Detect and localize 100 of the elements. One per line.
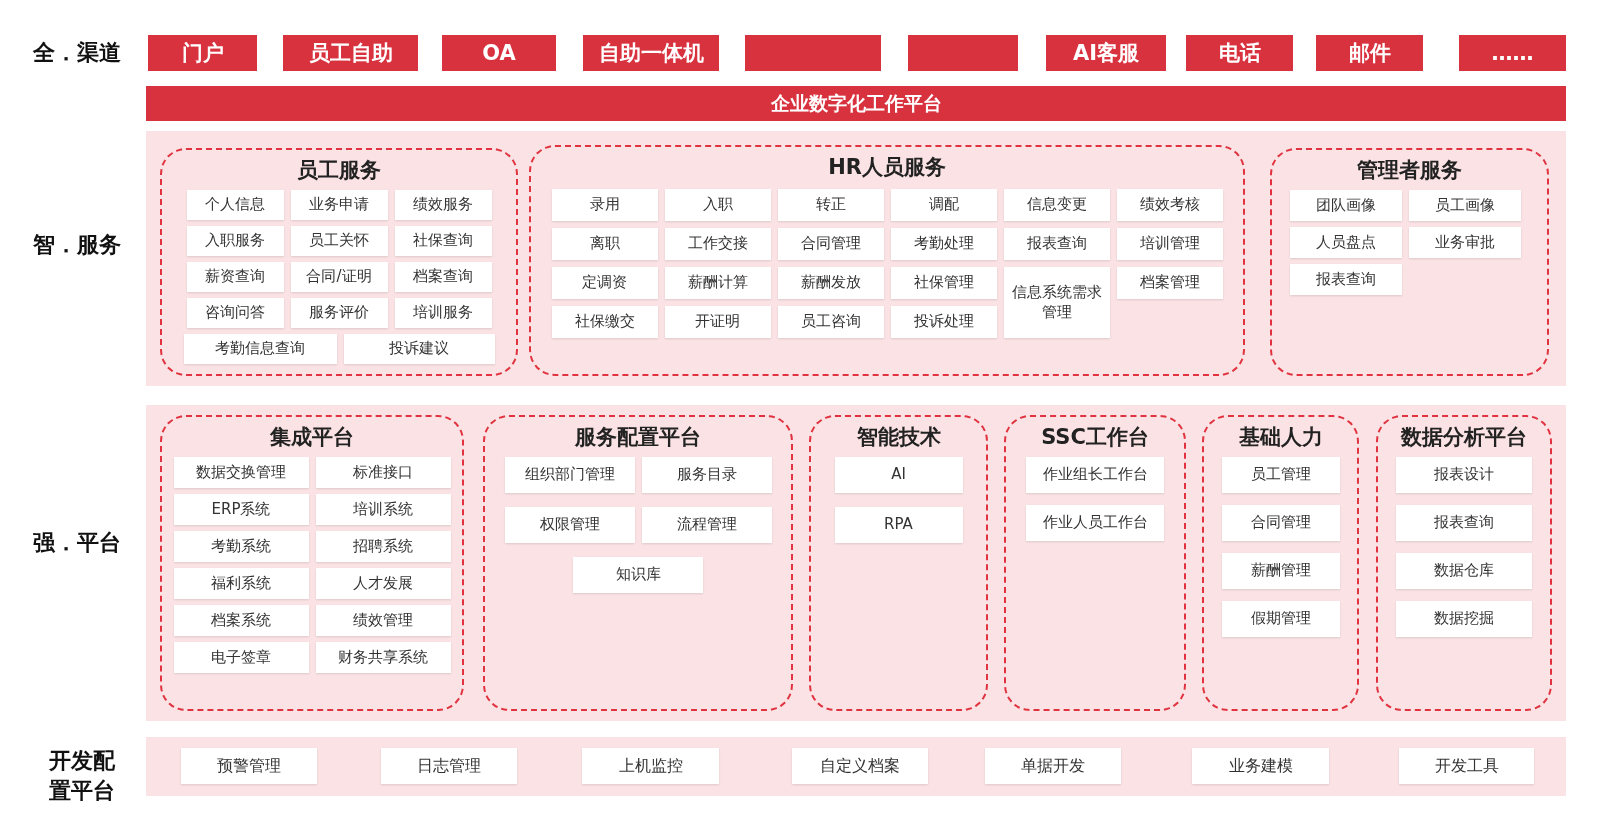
service-item: 定调资 <box>551 267 658 299</box>
service-item: 员工画像 <box>1408 190 1521 221</box>
service-item: 社保管理 <box>890 267 997 299</box>
service-item: 档案查询 <box>394 262 492 292</box>
service-item: 社保缴交 <box>551 306 658 338</box>
service-item: 入职服务 <box>186 226 284 256</box>
service-item: 业务申请 <box>290 190 388 220</box>
service-item: AI <box>834 457 963 493</box>
service-item: 业务审批 <box>1408 227 1521 258</box>
platform-banner: 企业数字化工作平台 <box>146 86 1566 121</box>
row-label: 开发配置平台 <box>48 747 117 805</box>
service-item: 作业人员工作台 <box>1026 505 1164 541</box>
service-item: 员工咨询 <box>777 306 884 338</box>
service-item: 培训管理 <box>1116 228 1223 260</box>
service-item: 信息系统需求管理 <box>1003 267 1110 338</box>
service-item: 开证明 <box>664 306 771 338</box>
tool-item: 日志管理 <box>381 748 517 784</box>
service-item: 社保查询 <box>394 226 492 256</box>
channel-tile: OA <box>442 35 556 71</box>
channel-tile: 邮件 <box>1316 35 1423 71</box>
service-item: 调配 <box>890 189 997 221</box>
tool-item: 单据开发 <box>985 748 1121 784</box>
service-item: 标准接口 <box>315 457 451 488</box>
service-item: 数据交换管理 <box>173 457 309 488</box>
group-panel <box>1202 415 1359 711</box>
service-item: 合同/证明 <box>290 262 388 292</box>
service-item: 入职 <box>664 189 771 221</box>
channel-tile <box>908 35 1018 71</box>
row-label: 智．服务 <box>32 231 122 259</box>
group-title: 基础人力 <box>1238 424 1323 451</box>
group-title: HR人员服务 <box>828 154 946 181</box>
service-item: 作业组长工作台 <box>1026 457 1164 493</box>
group-title: 智能技术 <box>856 424 941 451</box>
service-item: 电子签章 <box>173 642 309 673</box>
group-panel <box>529 145 1245 376</box>
service-item: RPA <box>834 507 963 543</box>
group-title: 数据分析平台 <box>1401 424 1527 451</box>
service-item: 考勤系统 <box>173 531 309 562</box>
service-item: 招聘系统 <box>315 531 451 562</box>
service-item: 档案系统 <box>173 605 309 636</box>
service-item: 咨询问答 <box>186 298 284 328</box>
service-item: 工作交接 <box>664 228 771 260</box>
group-title: 集成平台 <box>270 424 354 451</box>
service-item: 考勤处理 <box>890 228 997 260</box>
service-item: 绩效服务 <box>394 190 492 220</box>
service-item: 组织部门管理 <box>504 457 635 493</box>
service-item: 合同管理 <box>1221 505 1340 541</box>
service-item: 财务共享系统 <box>315 642 451 673</box>
service-item: 薪酬发放 <box>777 267 884 299</box>
tool-item: 预警管理 <box>181 748 317 784</box>
service-item: 权限管理 <box>504 507 635 543</box>
tool-item: 业务建模 <box>1192 748 1329 784</box>
service-item: 报表查询 <box>1396 505 1532 541</box>
channel-tile: 自助一体机 <box>583 35 719 71</box>
service-item: 服务评价 <box>290 298 388 328</box>
service-item: 报表查询 <box>1289 264 1402 295</box>
channel-tile: …… <box>1459 35 1566 71</box>
service-item: 报表设计 <box>1396 457 1532 493</box>
group-panel <box>160 415 464 711</box>
service-item: 福利系统 <box>173 568 309 599</box>
channel-tile: 电话 <box>1186 35 1293 71</box>
service-item: 绩效考核 <box>1116 189 1223 221</box>
group-panel <box>483 415 793 711</box>
row-label: 全．渠道 <box>32 39 122 67</box>
service-item: 离职 <box>551 228 658 260</box>
service-item: 投诉建议 <box>343 334 495 364</box>
service-item: 数据仓库 <box>1396 553 1532 589</box>
service-item: ERP系统 <box>173 494 309 525</box>
service-item: 数据挖掘 <box>1396 601 1532 637</box>
group-title: 服务配置平台 <box>575 424 701 451</box>
service-item: 服务目录 <box>641 457 772 493</box>
channel-tile: 员工自助 <box>283 35 418 71</box>
group-panel <box>1270 148 1549 376</box>
service-item: 团队画像 <box>1289 190 1402 221</box>
row-label: 强．平台 <box>32 529 122 557</box>
service-item: 员工关怀 <box>290 226 388 256</box>
service-item: 信息变更 <box>1003 189 1110 221</box>
service-item: 假期管理 <box>1221 601 1340 637</box>
service-item: 考勤信息查询 <box>183 334 337 364</box>
group-title: 员工服务 <box>297 157 381 184</box>
channel-tile <box>745 35 881 71</box>
service-item: 知识库 <box>573 557 703 593</box>
group-panel <box>1004 415 1186 711</box>
service-item: 薪酬计算 <box>664 267 771 299</box>
group-title: 管理者服务 <box>1357 157 1462 184</box>
group-panel <box>809 415 988 711</box>
service-item: 人才发展 <box>315 568 451 599</box>
service-item: 合同管理 <box>777 228 884 260</box>
service-item: 转正 <box>777 189 884 221</box>
service-item: 培训系统 <box>315 494 451 525</box>
group-panel <box>160 148 518 376</box>
channel-tile: 门户 <box>148 35 257 71</box>
service-item: 培训服务 <box>394 298 492 328</box>
service-item: 绩效管理 <box>315 605 451 636</box>
service-item: 档案管理 <box>1116 267 1223 299</box>
tool-item: 自定义档案 <box>792 748 928 784</box>
service-item: 薪资查询 <box>186 262 284 292</box>
service-item: 投诉处理 <box>890 306 997 338</box>
tool-item: 上机监控 <box>582 748 719 784</box>
service-item: 员工管理 <box>1221 457 1340 493</box>
